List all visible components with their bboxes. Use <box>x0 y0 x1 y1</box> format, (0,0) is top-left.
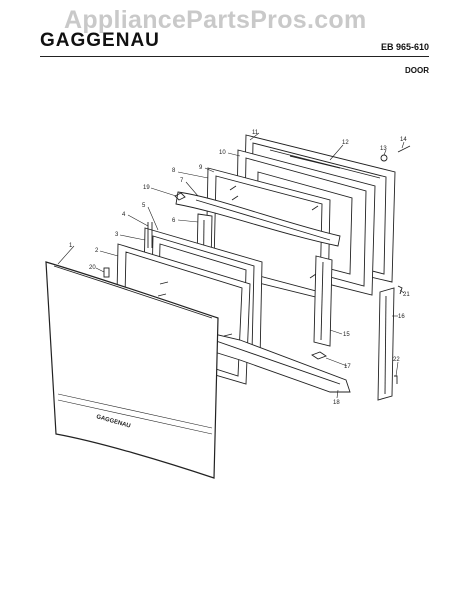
screw-13 <box>380 154 388 162</box>
model-number: EB 965-610 <box>380 42 429 52</box>
side-rail-15-part <box>313 255 333 347</box>
clip-19 <box>174 192 186 201</box>
callout-5: 5 <box>142 203 146 209</box>
hinge-bracket-part <box>377 287 395 401</box>
callout-15: 15 <box>343 332 350 338</box>
outer-door-panel-part <box>45 261 219 479</box>
callout-2: 2 <box>95 248 99 254</box>
callout-18: 18 <box>333 400 340 406</box>
screw-22 <box>394 375 398 384</box>
clip-17 <box>311 351 327 360</box>
callout-8: 8 <box>172 168 176 174</box>
callout-19: 19 <box>143 185 150 191</box>
callout-13: 13 <box>380 146 387 152</box>
callout-20: 20 <box>89 265 96 271</box>
section-title: DOOR <box>405 66 429 75</box>
callout-1: 1 <box>69 243 73 249</box>
callout-7: 7 <box>180 178 184 184</box>
callout-12: 12 <box>342 140 349 146</box>
callout-3: 3 <box>115 232 119 238</box>
callout-22: 22 <box>393 357 400 363</box>
callout-21: 21 <box>403 292 410 298</box>
brand-logo: GAGGENAU <box>40 30 160 51</box>
handle-strip-part <box>147 222 153 248</box>
bracket-bar-part <box>175 191 341 247</box>
callout-16: 16 <box>398 314 405 320</box>
callout-11: 11 <box>252 130 259 136</box>
callout-10: 10 <box>219 150 226 156</box>
clip-20 <box>103 267 110 278</box>
callout-17: 17 <box>344 364 351 370</box>
callout-14: 14 <box>400 137 407 143</box>
header-rule <box>40 56 429 57</box>
screw-21 <box>397 285 403 295</box>
watermark-text: AppliancePartsPros.com <box>64 6 367 34</box>
callout-4: 4 <box>122 212 126 218</box>
callout-6: 6 <box>172 218 176 224</box>
callout-9: 9 <box>199 165 203 171</box>
pin-14 <box>397 145 411 153</box>
